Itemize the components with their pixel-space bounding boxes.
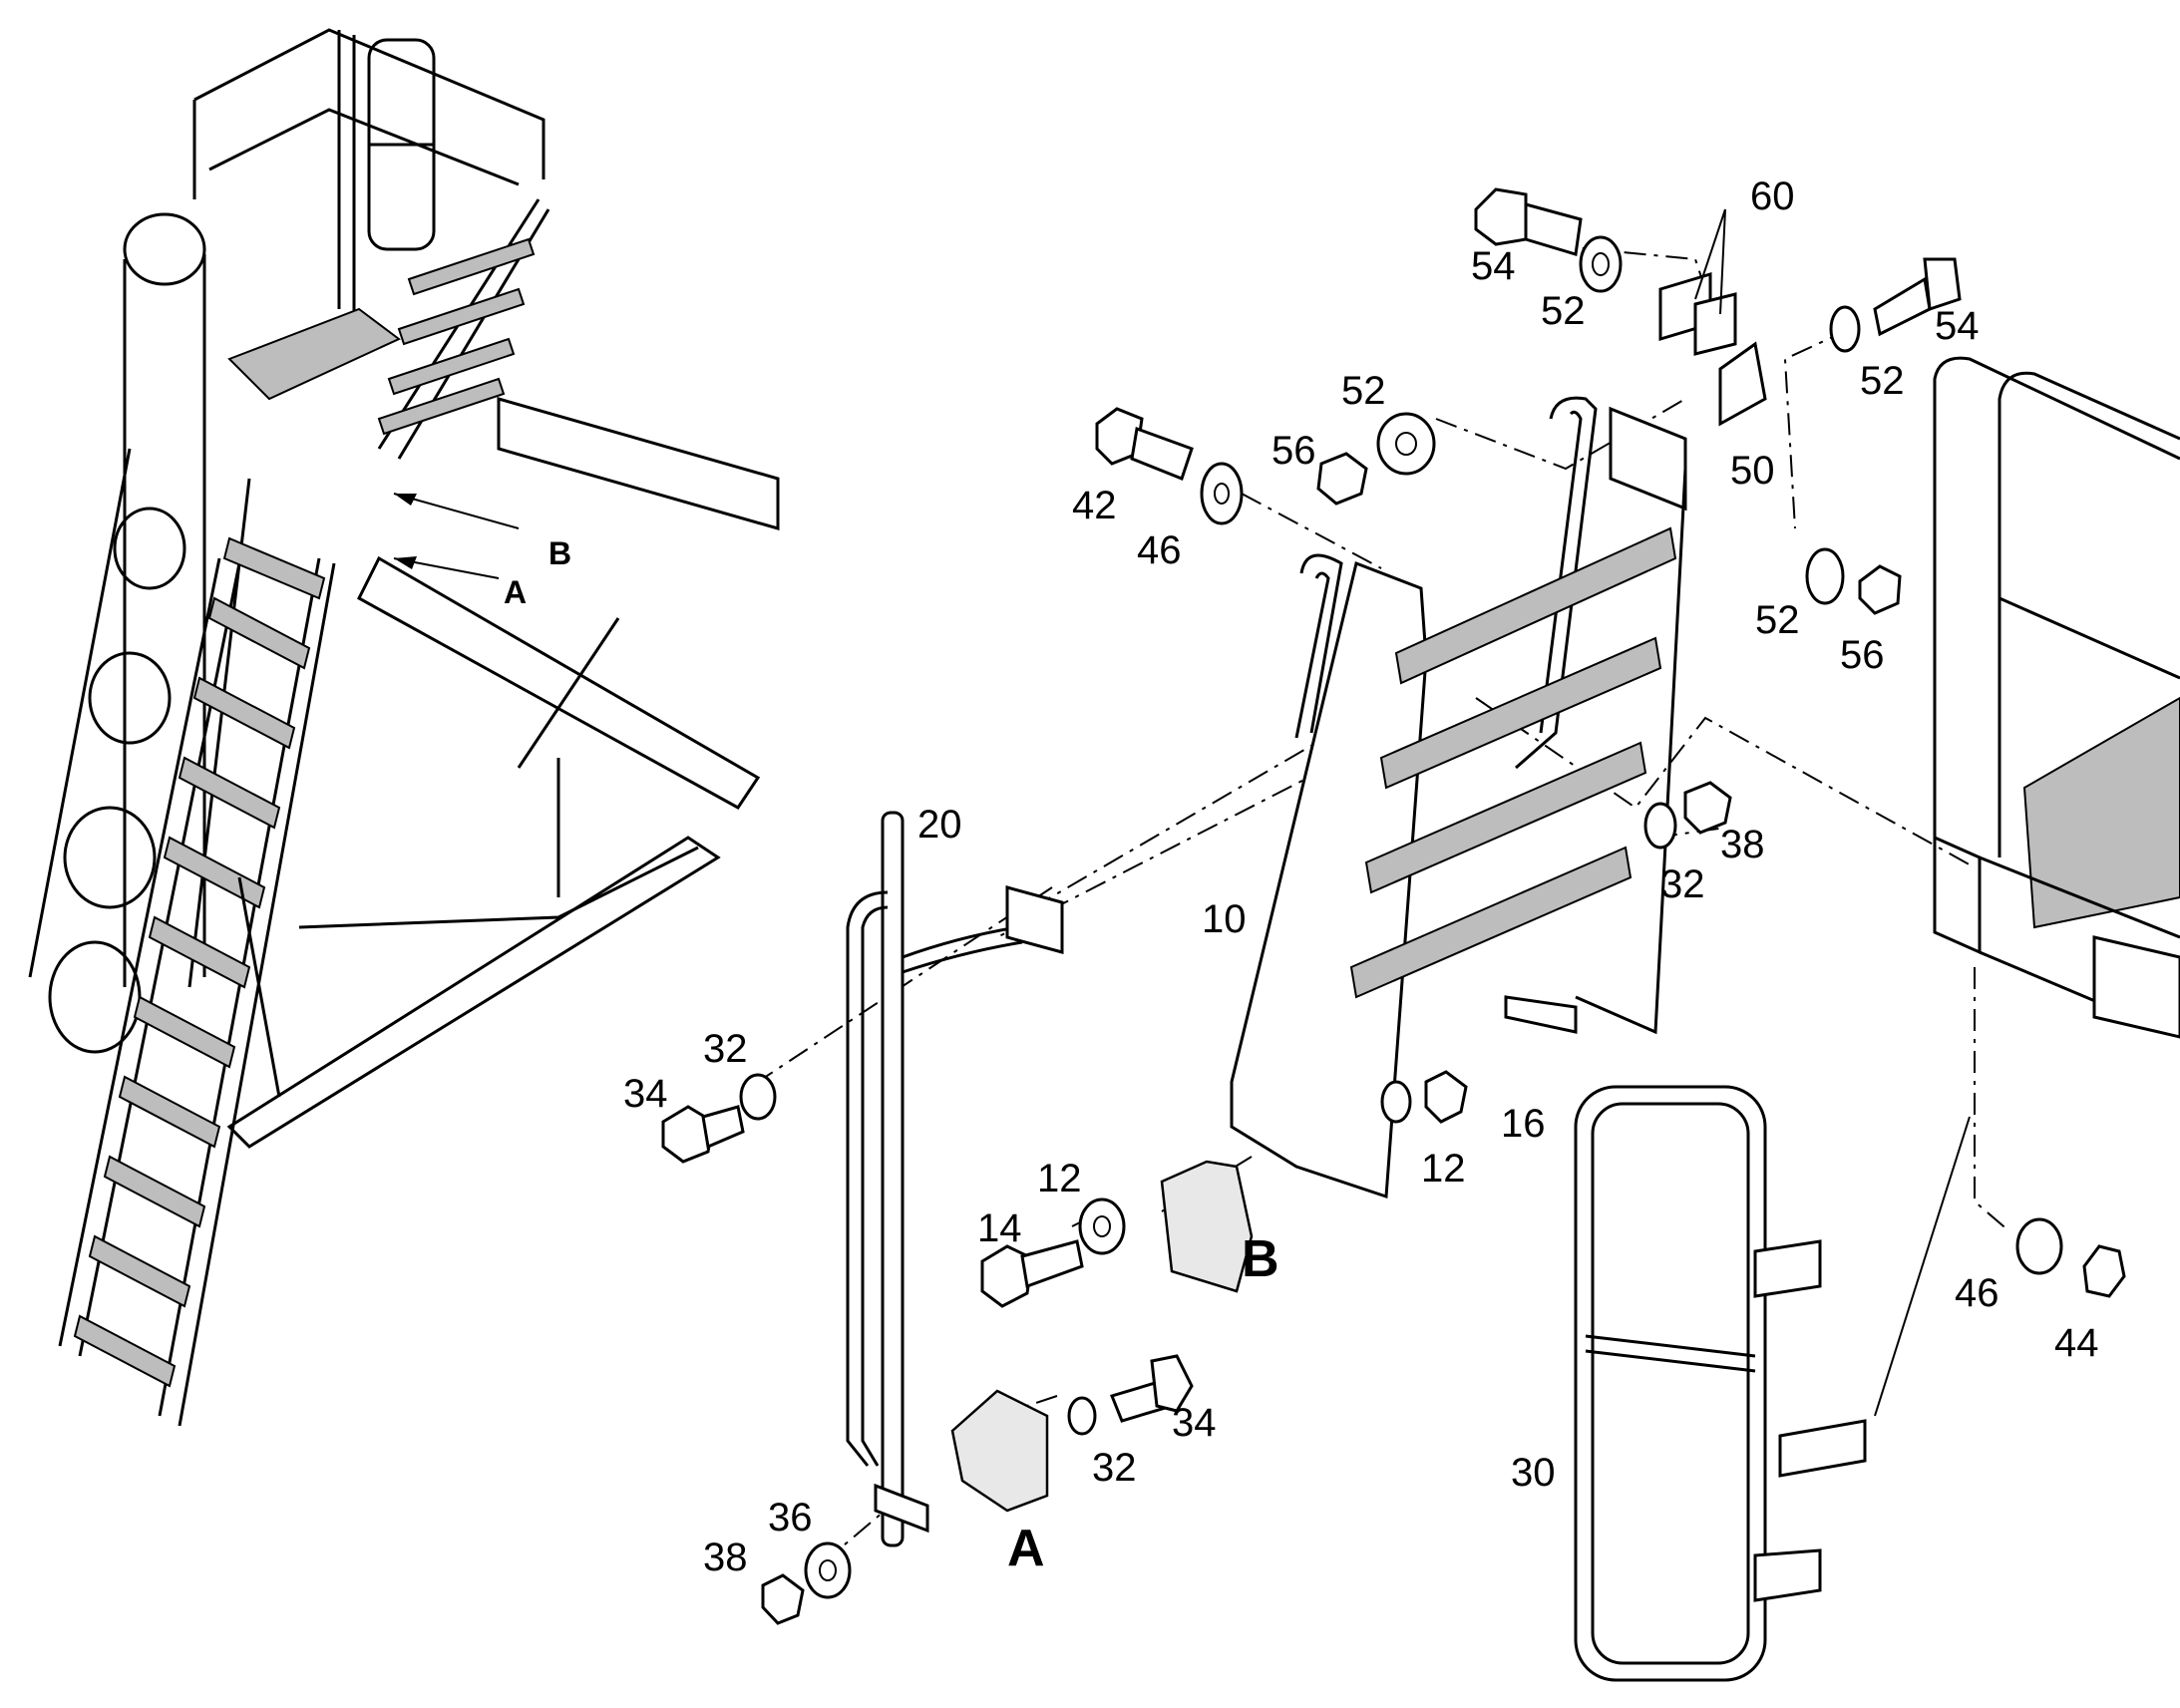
handrail-assembly bbox=[846, 811, 1064, 1547]
label-38-a: 38 bbox=[1720, 823, 1765, 866]
label-52-b: 52 bbox=[1860, 359, 1905, 403]
label-34-a: 34 bbox=[623, 1072, 668, 1116]
overview-callouts: B A bbox=[393, 493, 571, 610]
label-56-a: 56 bbox=[1272, 429, 1316, 473]
label-52-c: 52 bbox=[1341, 369, 1386, 413]
bolt-54-head bbox=[1474, 187, 1528, 246]
part-labels: 54 52 60 54 52 50 52 56 42 46 52 56 38 3… bbox=[623, 174, 2099, 1579]
overview-assembly bbox=[28, 28, 780, 1427]
label-16: 16 bbox=[1501, 1102, 1546, 1146]
platform-section bbox=[1933, 356, 2180, 1039]
label-12-b: 12 bbox=[1421, 1147, 1466, 1191]
label-12-a: 12 bbox=[1037, 1157, 1082, 1200]
overview-label-b: B bbox=[548, 535, 571, 571]
gate-assembly bbox=[1574, 1085, 1971, 1682]
label-52-d: 52 bbox=[1755, 598, 1800, 642]
label-52-a: 52 bbox=[1541, 289, 1586, 333]
hardware bbox=[661, 187, 2126, 1625]
detail-label-b: B bbox=[1242, 1230, 1279, 1288]
overview-treads bbox=[73, 536, 326, 1388]
label-60: 60 bbox=[1750, 174, 1795, 218]
label-50: 50 bbox=[1730, 449, 1775, 493]
label-20: 20 bbox=[917, 803, 962, 847]
label-14: 14 bbox=[977, 1206, 1022, 1250]
detail-label-a: A bbox=[1007, 1520, 1045, 1577]
label-56-b: 56 bbox=[1840, 633, 1885, 677]
label-36: 36 bbox=[768, 1496, 813, 1539]
label-54-a: 54 bbox=[1471, 244, 1516, 288]
ladder-assembly bbox=[1230, 396, 1687, 1199]
label-46-a: 46 bbox=[1137, 528, 1182, 572]
leader-lines bbox=[1694, 208, 1726, 315]
label-32-a: 32 bbox=[1660, 862, 1705, 906]
label-42: 42 bbox=[1072, 484, 1117, 527]
label-44: 44 bbox=[2054, 1321, 2099, 1365]
label-34-b: 34 bbox=[1172, 1401, 1217, 1445]
label-54-b: 54 bbox=[1935, 304, 1980, 348]
label-46-b: 46 bbox=[1955, 1271, 1999, 1315]
label-30: 30 bbox=[1511, 1451, 1556, 1495]
overview-label-a: A bbox=[504, 574, 527, 610]
label-38-b: 38 bbox=[703, 1536, 748, 1579]
label-10: 10 bbox=[1202, 897, 1247, 941]
label-32-c: 32 bbox=[1092, 1446, 1137, 1490]
label-32-b: 32 bbox=[703, 1027, 748, 1071]
